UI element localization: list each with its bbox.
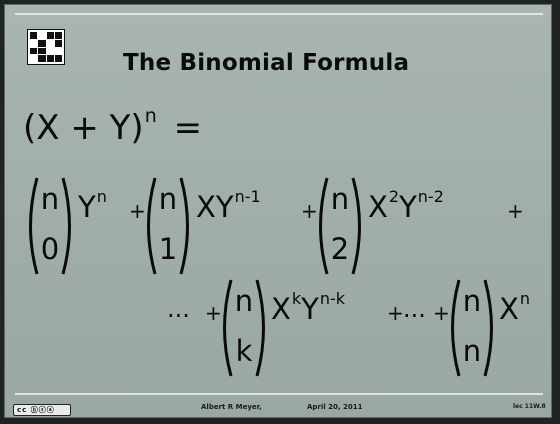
bottom-rule: [15, 393, 543, 395]
ellipsis-1: ...: [167, 295, 190, 323]
slide: The Binomial Formula (X + Y)n = n 0 Yn +…: [4, 4, 552, 418]
binom-n-n: n n: [449, 276, 495, 380]
plus-1: +: [129, 199, 146, 223]
slide-title: The Binomial Formula: [123, 50, 410, 76]
plus-4: +: [205, 301, 222, 325]
plus-5: +: [387, 301, 404, 325]
footer-date: April 20, 2011: [307, 403, 363, 411]
lhs-equals: =: [173, 108, 203, 148]
binom-n-1: n 1: [145, 174, 191, 278]
term-x-n: Xn: [499, 289, 531, 326]
binom-n-k: n k: [221, 276, 267, 380]
plus-6: +: [433, 301, 450, 325]
binom-n-0: n 0: [27, 174, 73, 278]
term-xk-y-n-k: XkYn-k: [271, 289, 346, 326]
top-rule: [15, 13, 543, 15]
course-logo: [27, 29, 65, 65]
footer-author: Albert R Meyer,: [201, 403, 262, 411]
term-x2-y-n-2: X2Yn-2: [368, 187, 444, 224]
plus-2: +: [301, 199, 318, 223]
lhs-expression: (X + Y)n =: [23, 107, 203, 148]
term-xy-n-1: XYn-1: [196, 187, 261, 224]
lhs-base: (X + Y): [23, 108, 144, 148]
term-y-n: Yn: [78, 187, 107, 224]
plus-3: +: [507, 199, 524, 223]
cc-license-badge: cc ⓑⓢⓐ: [13, 404, 71, 416]
binom-n-2: n 2: [317, 174, 363, 278]
lhs-exponent: n: [144, 105, 157, 127]
ellipsis-2: ...: [403, 295, 426, 323]
footer-slide-id: lec 11W.8: [513, 403, 546, 410]
